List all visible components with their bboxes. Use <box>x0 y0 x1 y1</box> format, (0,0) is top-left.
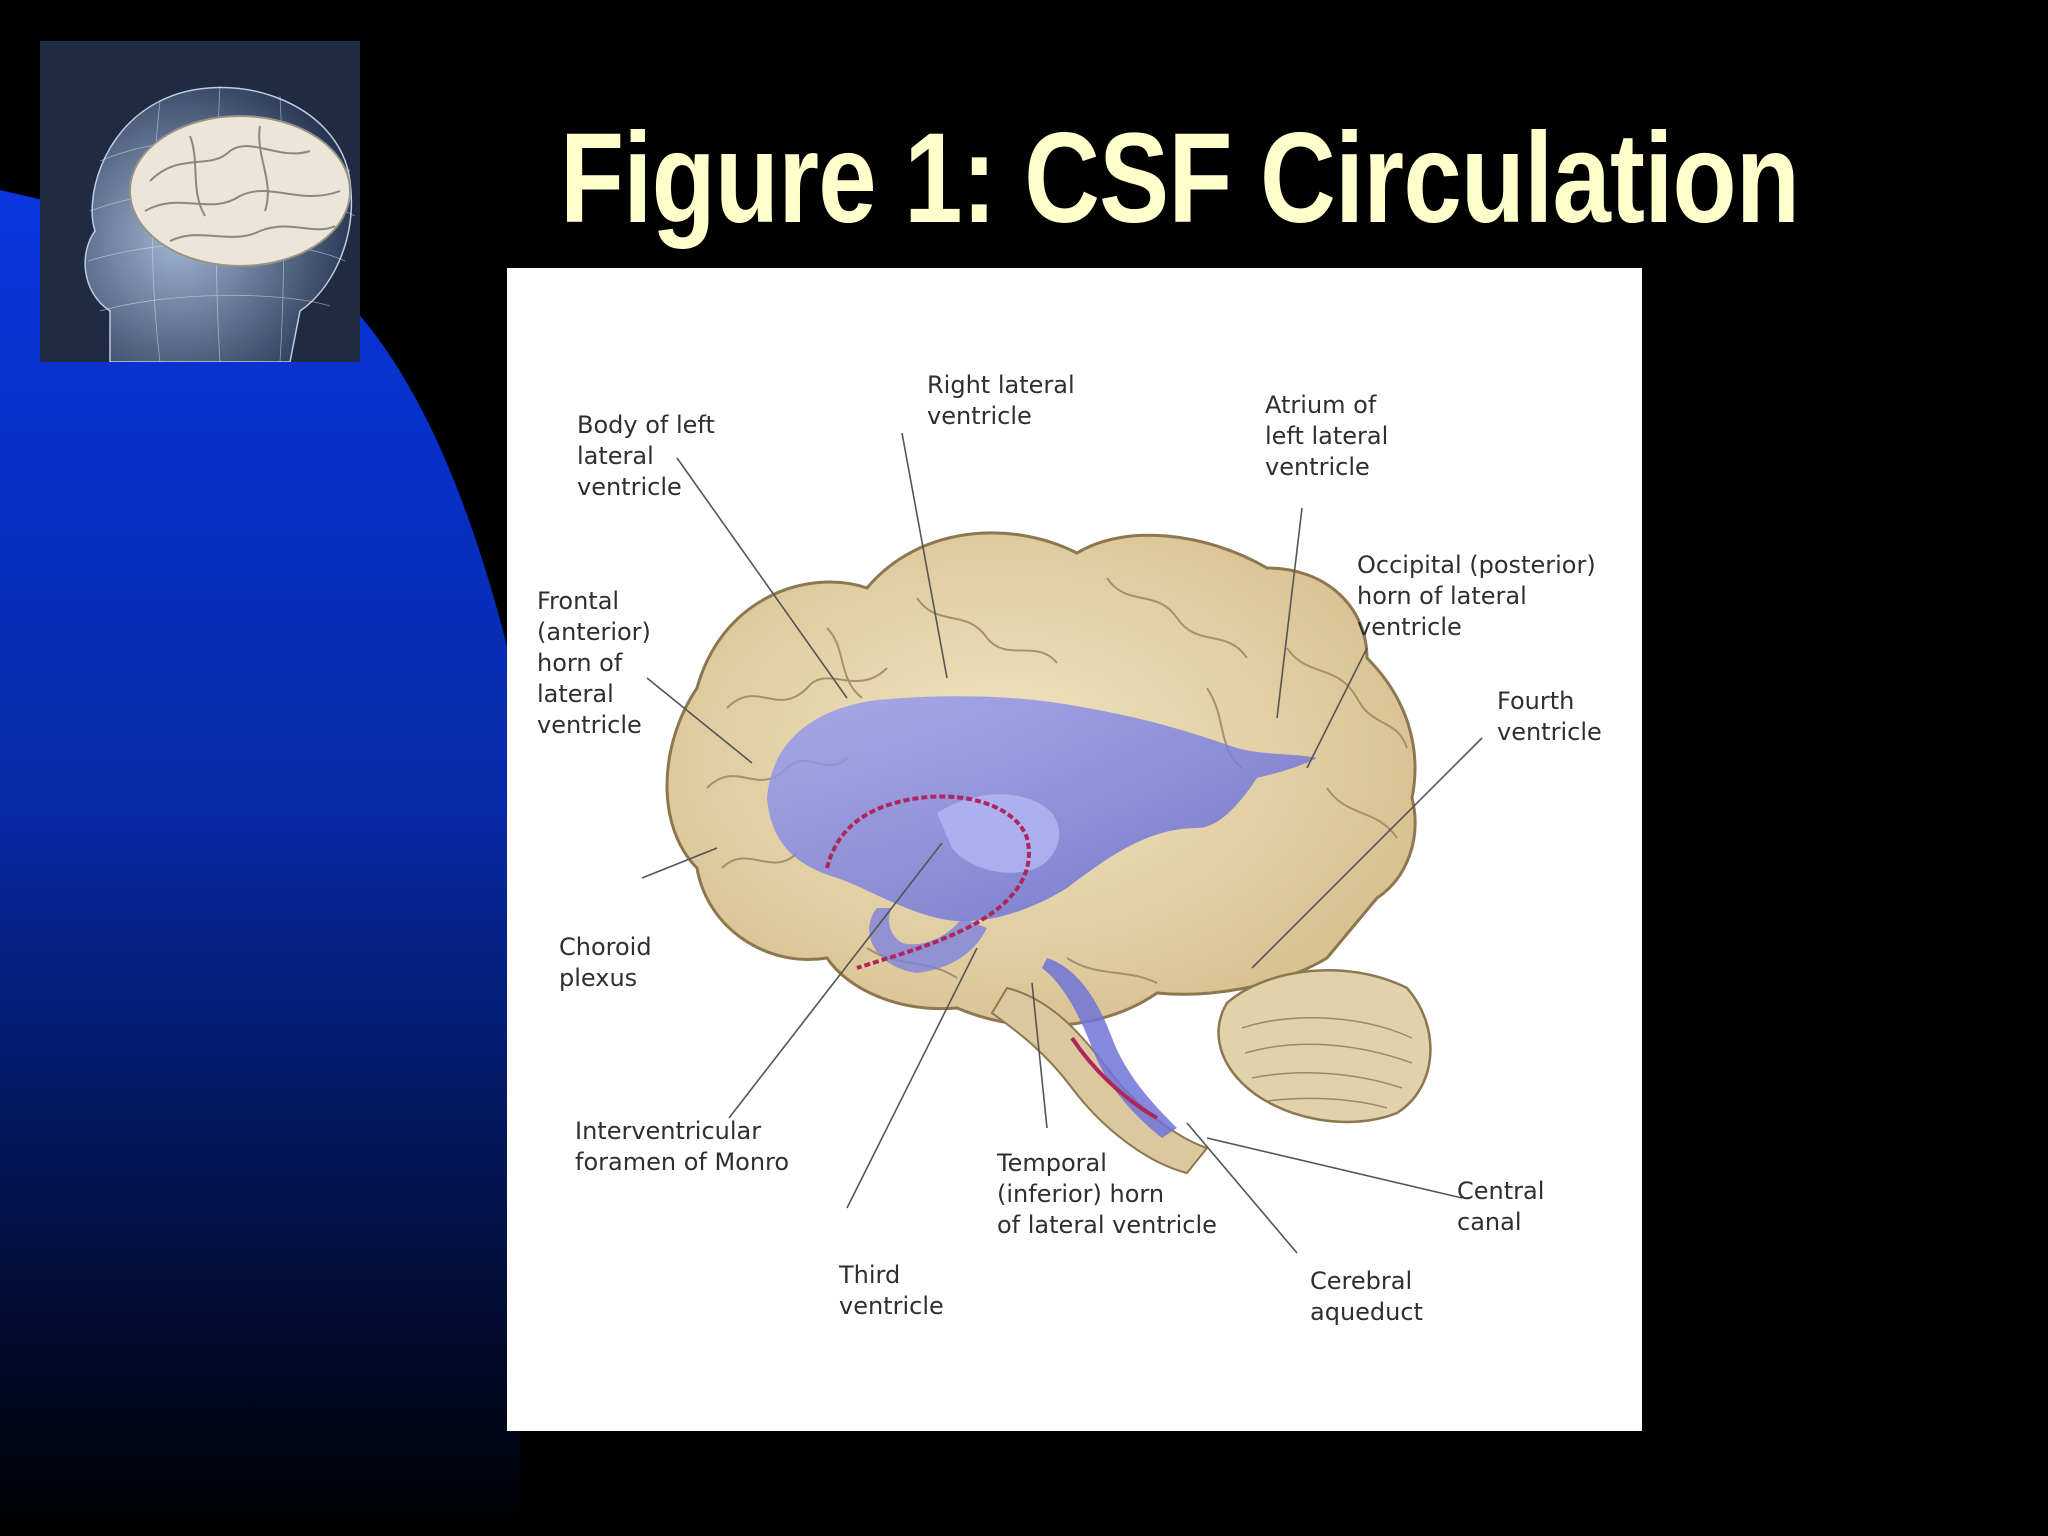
label-choroid-plexus: Choroid plexus <box>559 933 652 992</box>
label-occipital-horn: Occipital (posterior) horn of lateral ve… <box>1357 551 1596 641</box>
label-central-canal: Central canal <box>1457 1177 1545 1236</box>
label-frontal-horn: Frontal (anterior) horn of lateral ventr… <box>537 587 651 739</box>
brain-ventricles-illustration <box>641 432 1483 1254</box>
label-body-left-lateral-ventricle: Body of left lateral ventricle <box>577 411 715 501</box>
thumbnail-head-image <box>40 41 360 362</box>
label-third-ventricle: Third ventricle <box>839 1261 944 1320</box>
label-interventricular-foramen: Interventricular foramen of Monro <box>575 1117 790 1176</box>
label-fourth-ventricle: Fourth ventricle <box>1497 687 1602 746</box>
label-atrium-left-lateral-ventricle: Atrium of left lateral ventricle <box>1265 391 1389 481</box>
slide-title: Figure 1: CSF Circulation <box>560 107 1800 250</box>
label-right-lateral-ventricle: Right lateral ventricle <box>927 371 1075 430</box>
csf-circulation-figure: Body of left lateral ventricle Right lat… <box>507 268 1642 1431</box>
label-cerebral-aqueduct: Cerebral aqueduct <box>1310 1267 1423 1326</box>
label-temporal-horn: Temporal (inferior) horn of lateral vent… <box>997 1149 1217 1239</box>
